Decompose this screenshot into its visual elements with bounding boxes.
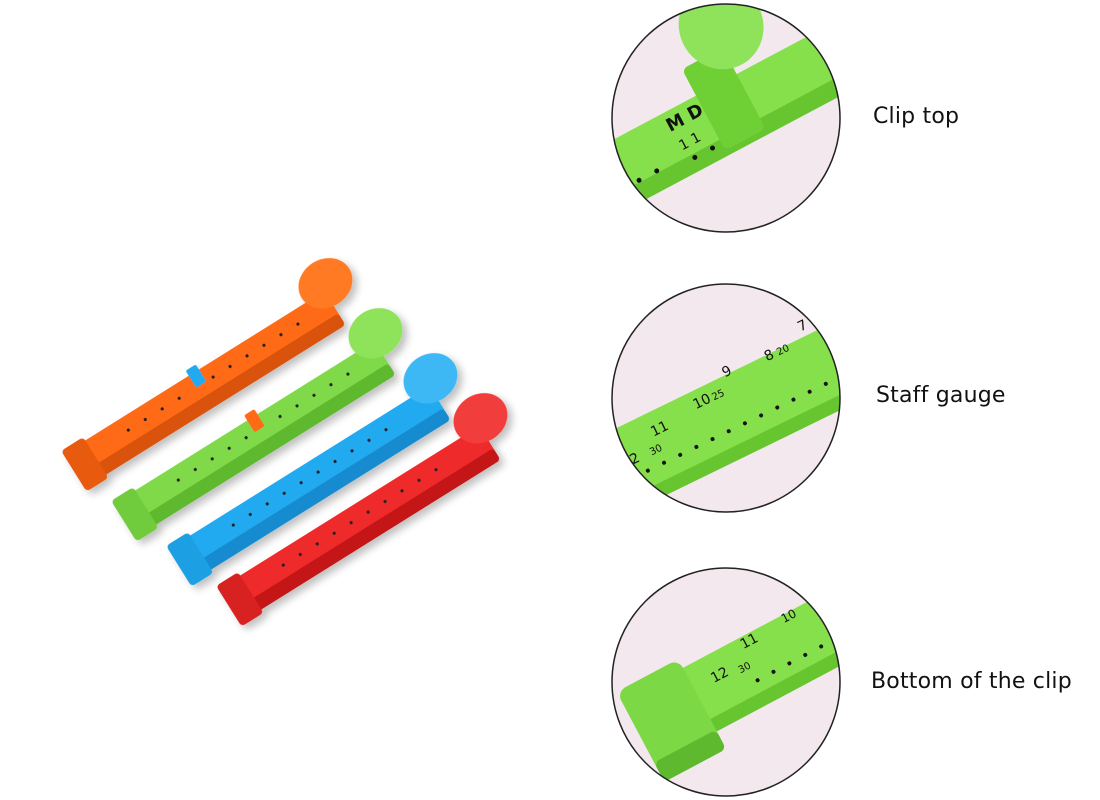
callout-clip-top: Clip top: [873, 104, 960, 129]
callout-staff-gauge: Staff gauge: [876, 383, 1006, 408]
zoom-circle-clip-bottom: 12 30 11 10: [610, 566, 842, 798]
blue-clip: [167, 353, 458, 586]
red-clip: [217, 393, 508, 626]
svg-text:20: 20: [775, 343, 791, 358]
svg-text:10: 10: [779, 606, 799, 626]
green-clip: [112, 308, 403, 541]
svg-text:11: 11: [738, 630, 761, 652]
svg-text:11: 11: [648, 418, 671, 440]
svg-text:10: 10: [691, 391, 714, 413]
orange-clip: [62, 258, 353, 491]
zoom-circle-staff-gauge: 12 30 11 10 25 9 8 20 7: [610, 282, 842, 514]
svg-text:25: 25: [710, 388, 726, 403]
zoom-circle-clip-top: M D 1 1: [610, 2, 842, 234]
svg-text:30: 30: [737, 660, 753, 676]
svg-text:12: 12: [708, 664, 731, 686]
callout-clip-bottom: Bottom of the clip: [871, 669, 1072, 694]
clip-set-photo: [40, 220, 580, 650]
svg-text:30: 30: [648, 443, 664, 458]
